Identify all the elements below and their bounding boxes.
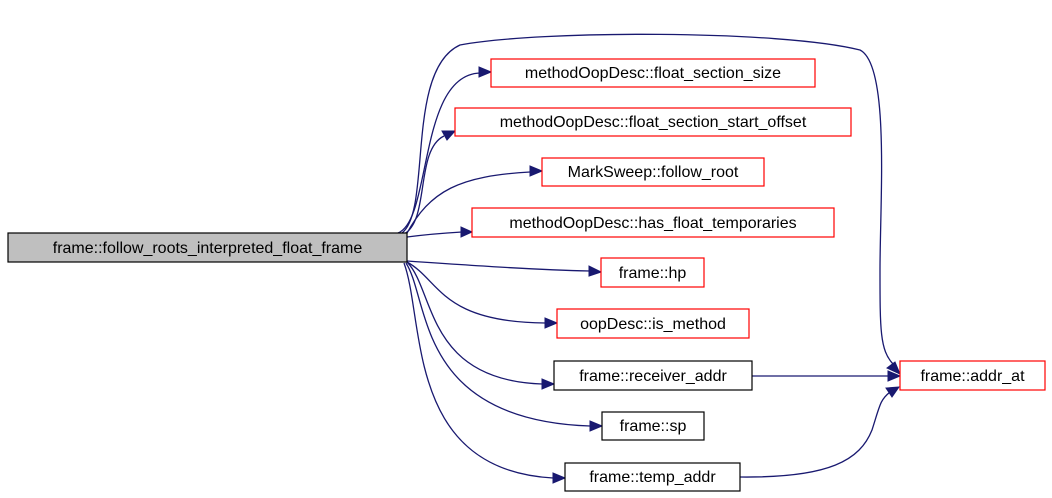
edge-root-to-follow-root [405, 171, 531, 236]
edge-root-to-receiver-addr [406, 261, 543, 385]
edge-root-to-hp [406, 260, 591, 272]
node-float-section-start-offset[interactable]: methodOopDesc::float_section_start_offse… [454, 107, 852, 137]
hp-label: frame::hp [619, 265, 687, 282]
node-root[interactable]: frame::follow_roots_interpreted_float_fr… [7, 232, 408, 263]
node-temp-addr[interactable]: frame::temp_addr [564, 462, 741, 492]
addr-at-box [899, 360, 1046, 391]
root-label: frame::follow_roots_interpreted_float_fr… [53, 240, 363, 257]
arrowhead-addr-at [886, 361, 901, 375]
edge-root-to-is-method [406, 261, 546, 324]
edge-root-to-temp-addr [403, 262, 554, 479]
float-section-size-label: methodOopDesc::float_section_size [525, 65, 781, 82]
is-method-box [556, 308, 750, 339]
arrowhead-receiver-addr [541, 378, 556, 390]
edge-temp-addr-to-addr-at [739, 391, 891, 478]
edge-root-to-has-float-temporaries [406, 231, 463, 238]
arrowhead-temp-addr-to-addr-at [885, 386, 901, 398]
arrowhead-receiver-addr-to-addr-at [887, 370, 902, 382]
edge-root-to-sp [405, 262, 591, 427]
is-method-label: oopDesc::is_method [580, 316, 726, 333]
has-float-temporaries-box [471, 207, 835, 238]
sp-label: frame::sp [620, 418, 687, 435]
node-receiver-addr[interactable]: frame::receiver_addr [553, 360, 753, 391]
receiver-addr-label: frame::receiver_addr [579, 368, 727, 385]
float-section-size-box [490, 58, 816, 88]
arrowhead-temp-addr [552, 472, 567, 484]
receiver-addr-box [553, 360, 753, 391]
float-section-start-offset-box [454, 107, 852, 137]
hp-box [600, 257, 705, 288]
arrowhead-float-section-start-offset [441, 130, 457, 141]
temp-addr-label: frame::temp_addr [589, 469, 716, 486]
follow-root-label: MarkSweep::follow_root [568, 164, 739, 181]
arrowhead-follow-root [529, 165, 544, 177]
node-addr-at[interactable]: frame::addr_at [899, 360, 1046, 391]
node-sp[interactable]: frame::sp [601, 411, 705, 441]
arrowhead-float-section-size [478, 66, 493, 78]
edges [397, 33, 902, 484]
arrowhead-hp [588, 265, 603, 277]
float-section-start-offset-label: methodOopDesc::float_section_start_offse… [500, 114, 807, 131]
node-has-float-temporaries[interactable]: methodOopDesc::has_float_temporaries [471, 207, 835, 238]
arrowhead-is-method [544, 317, 559, 329]
node-float-section-size[interactable]: methodOopDesc::float_section_size [490, 58, 816, 88]
has-float-temporaries-label: methodOopDesc::has_float_temporaries [509, 215, 796, 232]
node-hp[interactable]: frame::hp [600, 257, 705, 288]
arrowhead-sp [589, 420, 604, 432]
addr-at-label: frame::addr_at [920, 368, 1025, 385]
node-is-method[interactable]: oopDesc::is_method [556, 308, 750, 339]
edge-root-to-addr-at [401, 33, 894, 365]
edge-root-to-float-section-size [397, 72, 481, 234]
follow-root-box [541, 157, 765, 187]
arrowhead-has-float-temporaries [460, 226, 474, 238]
root-box [7, 232, 408, 263]
temp-addr-box [564, 462, 741, 492]
sp-box [601, 411, 705, 441]
node-follow-root[interactable]: MarkSweep::follow_root [541, 157, 765, 187]
